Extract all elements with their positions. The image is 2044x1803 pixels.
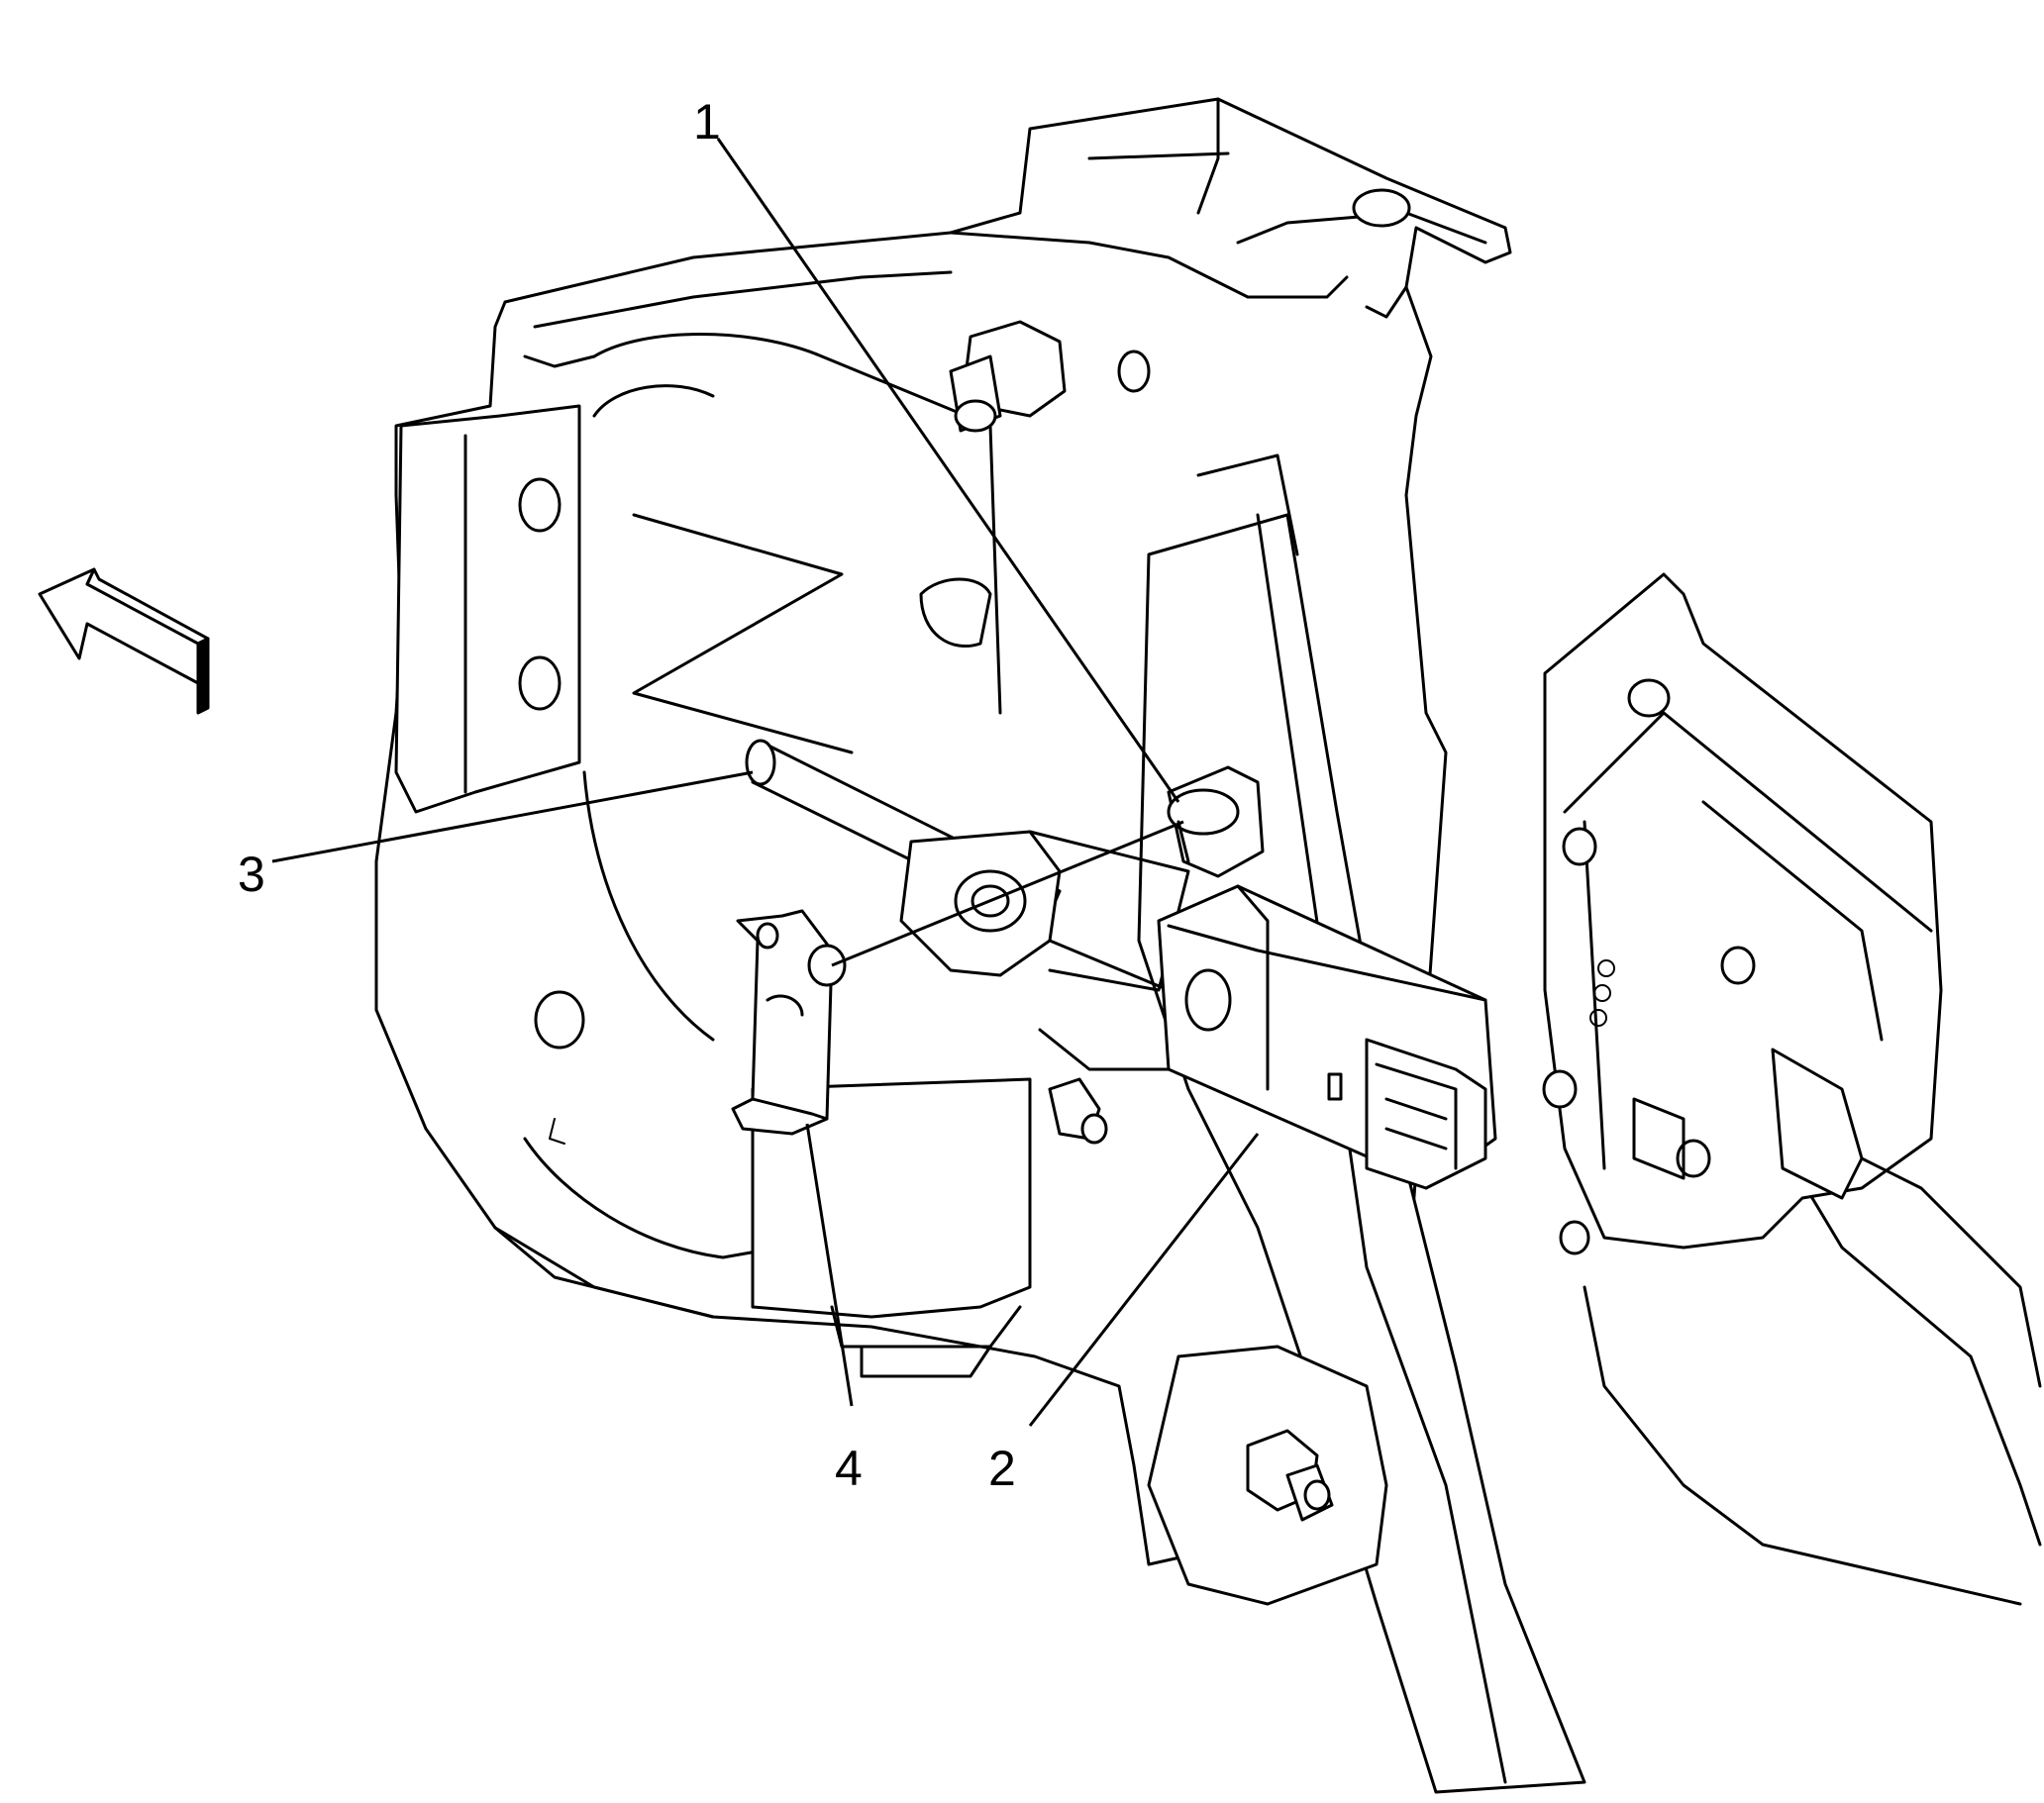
pivot-bushing xyxy=(1167,765,1265,878)
callout-2: 2 xyxy=(988,1441,1016,1496)
lower-mount xyxy=(1048,1077,2022,1606)
left-mounting-flange xyxy=(394,404,581,814)
clip-to-pin-line xyxy=(831,820,1184,967)
callout-4: 4 xyxy=(835,1441,863,1496)
upper-nut xyxy=(949,188,1411,433)
leader-line-2 xyxy=(1028,1133,1260,1427)
leader-line-3 xyxy=(271,770,754,863)
callout-3: 3 xyxy=(238,847,265,902)
pedal-position-sensor xyxy=(1542,572,2042,1547)
retaining-clip xyxy=(731,909,847,1136)
lower-bracket xyxy=(751,1077,1032,1378)
leader-line-4 xyxy=(805,1123,854,1407)
callout-1: 1 xyxy=(693,94,721,150)
leader-line-1 xyxy=(716,138,1180,803)
arrow-up-left-icon xyxy=(38,567,210,715)
sensor-module xyxy=(1157,884,1497,1190)
leader-lines xyxy=(271,138,1260,1427)
